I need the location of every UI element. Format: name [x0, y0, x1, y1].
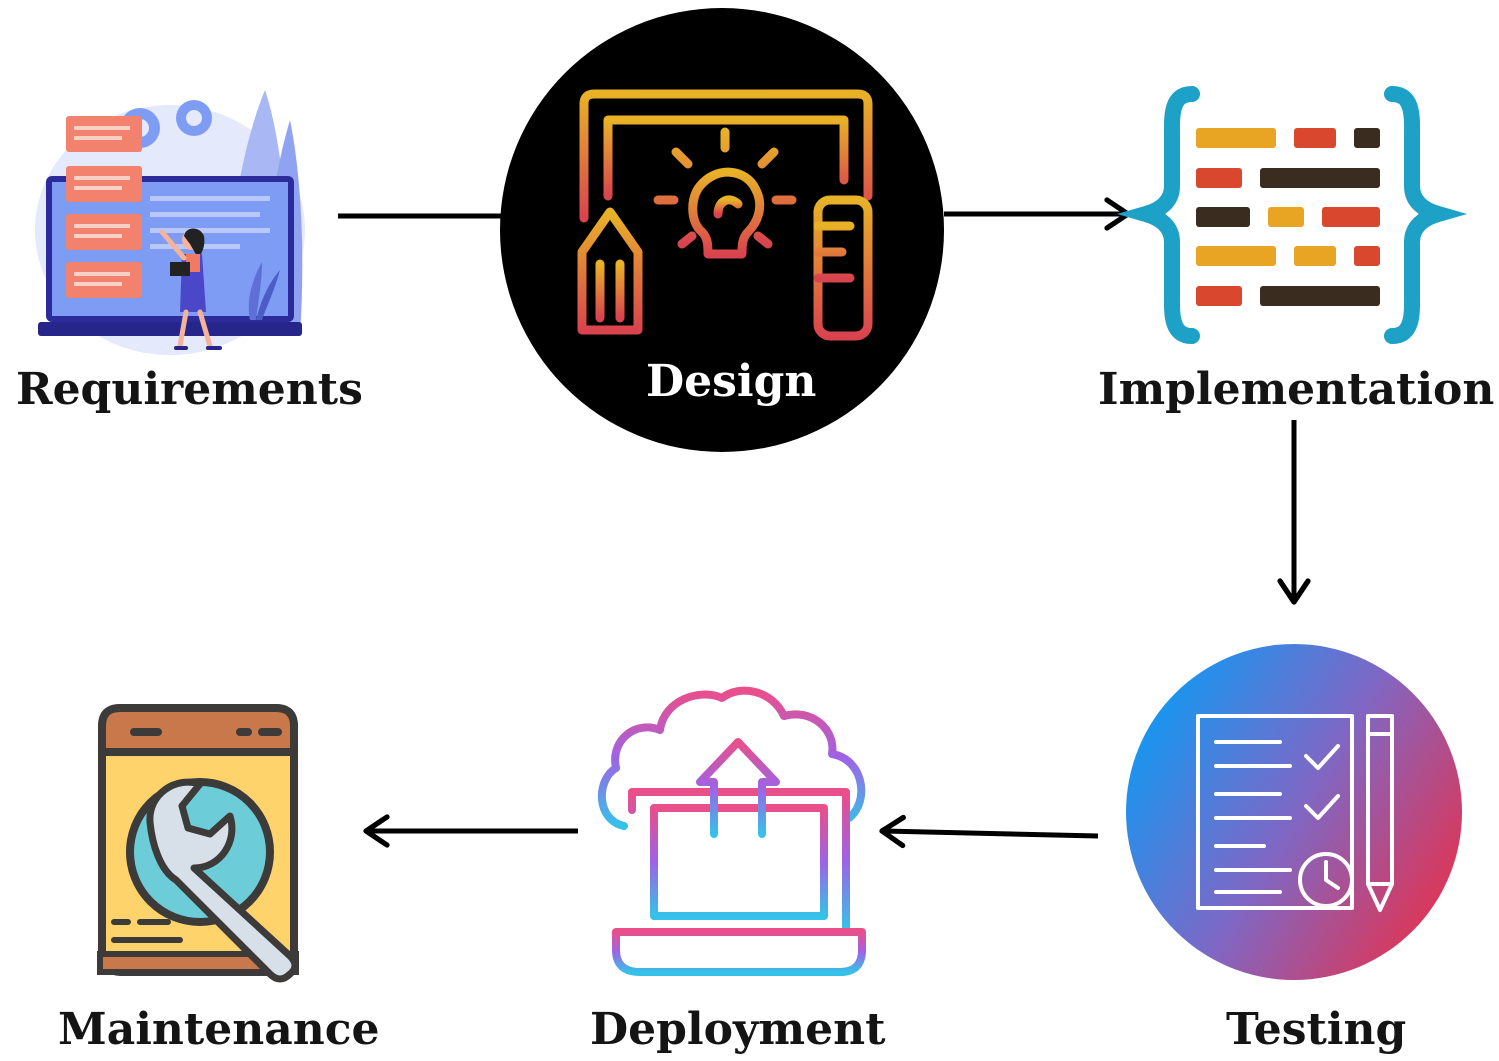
- requirements-illustration-icon: [35, 90, 305, 355]
- stage-label-testing: Testing: [1226, 1004, 1407, 1055]
- lightbulb-blueprint-icon: [500, 8, 944, 452]
- cloud-upload-laptop-icon: [598, 686, 866, 976]
- stage-label-maintenance: Maintenance: [58, 1004, 380, 1055]
- arrow-testing-to-deployment: [879, 814, 1099, 849]
- stage-label-implementation: Implementation: [1098, 364, 1495, 415]
- stage-label-deployment: Deployment: [590, 1004, 886, 1055]
- stage-label-requirements: Requirements: [16, 364, 363, 415]
- testing-circle: [1126, 644, 1462, 980]
- stage-label-design: Design: [646, 356, 817, 407]
- person-figure: [159, 228, 222, 350]
- checklist-clock-icon: [1126, 644, 1462, 980]
- code-brackets-icon: [1116, 86, 1468, 344]
- wrench-panel-icon: [97, 704, 299, 983]
